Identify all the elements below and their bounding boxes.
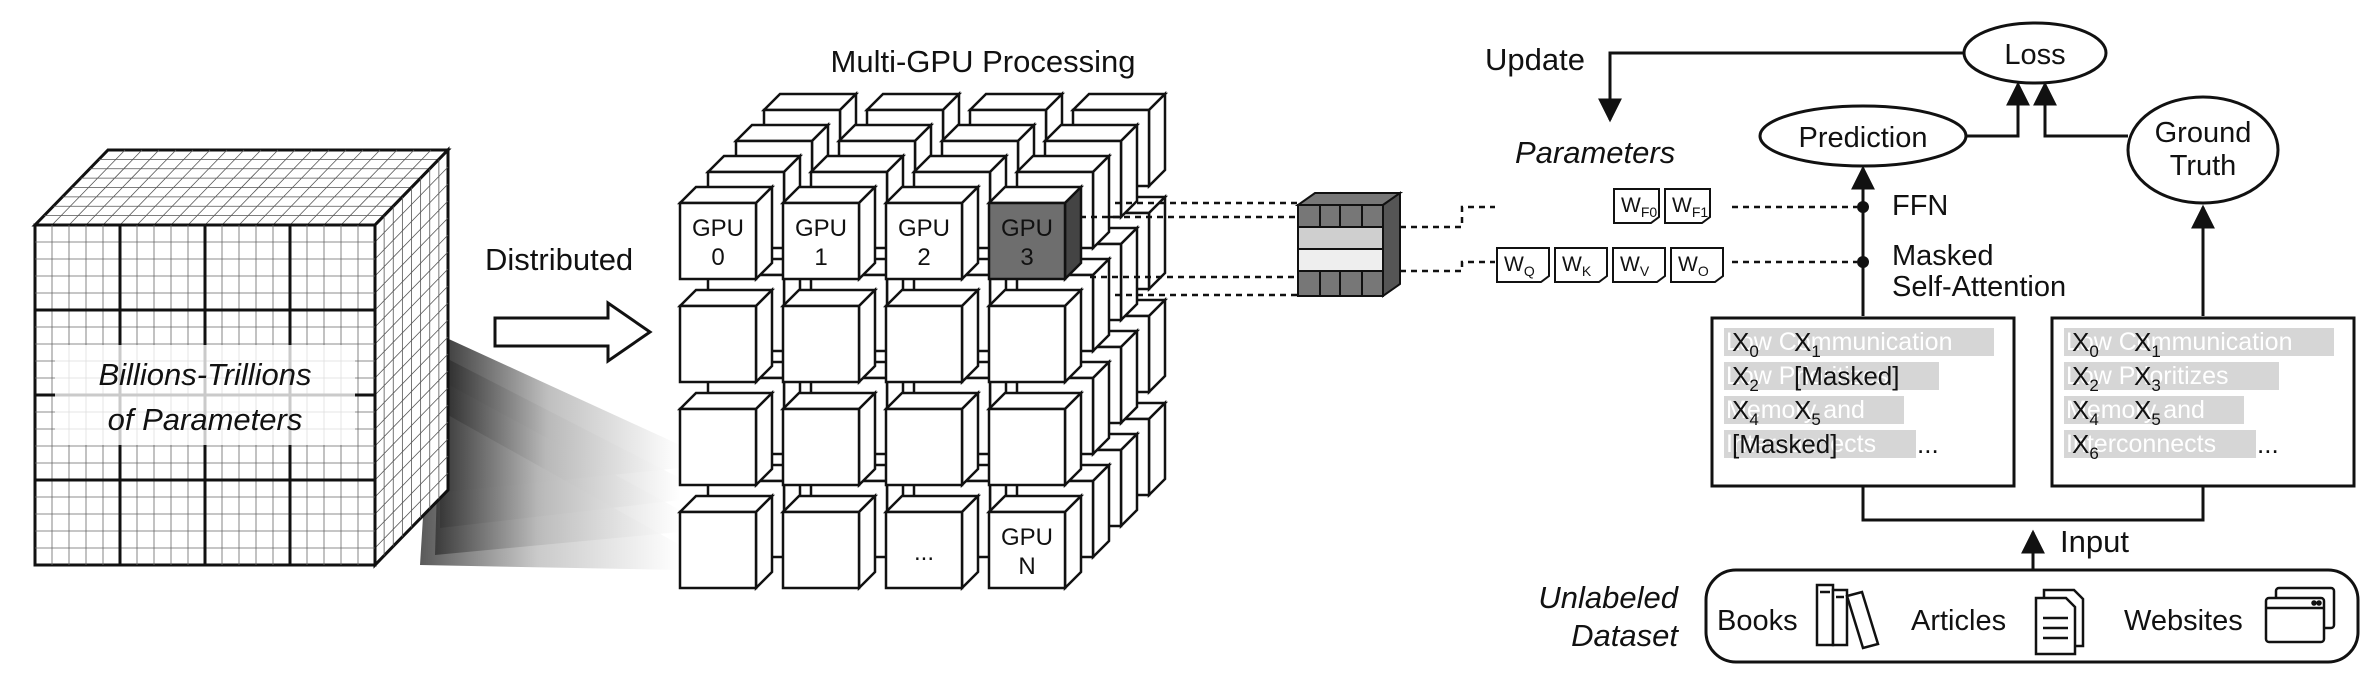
websites-label: Websites (2124, 605, 2243, 637)
update-label: Update (1485, 42, 1585, 77)
bg-text: Low Communication (1726, 328, 1953, 356)
gpu-cube (779, 492, 879, 592)
shard-links (1080, 201, 1298, 297)
bg-text: Low Prioritizes (1726, 362, 1889, 390)
input-arrows (1861, 486, 2205, 570)
articles-icon (2034, 588, 2085, 656)
gpu-cube (676, 286, 776, 386)
cube-label-line2: of Parameters (108, 402, 303, 437)
weight-chip: WK (1554, 247, 1608, 283)
loss-label: Loss (2004, 39, 2065, 71)
gpu-cube (779, 286, 879, 386)
books-icon (1815, 583, 1880, 650)
gpu-label: GPU (1001, 524, 1053, 551)
bg-text: Memory and (2066, 396, 2205, 424)
input-label: Input (2060, 524, 2129, 559)
gpu-grid-title: Multi-GPU Processing (831, 44, 1136, 79)
gpu-label: GPU (898, 215, 950, 242)
distribution-beams (420, 335, 680, 570)
books-label: Books (1717, 605, 1798, 637)
gpu-ellipsis: ... (914, 539, 934, 566)
ground-truth-label-2: Truth (2170, 150, 2237, 182)
gpu-cube (676, 492, 776, 592)
bg-text: Low Prioritizes (2066, 362, 2229, 390)
attention-label-1: Masked (1892, 240, 1994, 272)
layer-taps (1857, 201, 1869, 268)
gpu-label: GPU (692, 215, 744, 242)
gpu-index: 1 (814, 244, 827, 271)
weight-links (1732, 205, 1857, 264)
gpu-cube (779, 389, 879, 489)
gpu-index: 0 (711, 244, 724, 271)
parameter-shard (1294, 191, 1404, 298)
token-text: ... (2257, 429, 2279, 459)
distributed-arrow (493, 300, 653, 364)
gpu-index: 2 (917, 244, 930, 271)
bg-text: Memory and (1726, 396, 1865, 424)
ffn-label: FFN (1892, 190, 1948, 222)
dataset-box (1704, 568, 2360, 664)
ground-truth-label-1: Ground (2155, 117, 2252, 149)
weight-chip: WF1 (1664, 188, 1711, 224)
token-text: ... (1917, 429, 1939, 459)
attention-label-2: Self-Attention (1892, 271, 2066, 303)
parameters-label: Parameters (1515, 135, 1675, 170)
gpu-index: 3 (1020, 244, 1033, 271)
token-text: [Masked] (1794, 361, 1900, 391)
dataset-label-2: Dataset (1571, 618, 1679, 653)
weight-chip: WV (1612, 247, 1666, 283)
bg-text: Interconnects (1726, 430, 1876, 458)
ground-truth-node (2126, 95, 2280, 205)
parameter-cube: Billions-Trillions of Parameters (31, 146, 680, 570)
dataset-label-1: Unlabeled (1538, 580, 1679, 615)
token-text: [Masked] (1732, 429, 1838, 459)
gpu-cube (676, 389, 776, 489)
weight-chip: WO (1670, 247, 1724, 283)
distributed-label: Distributed (485, 242, 633, 277)
gpu-cube (985, 286, 1085, 386)
gpu-label: GPU (795, 215, 847, 242)
gpu-cube: ... (882, 492, 982, 592)
bg-text: Interconnects (2066, 430, 2216, 458)
shard-to-weights (1400, 205, 1495, 273)
prediction-label: Prediction (1799, 122, 1928, 154)
weight-chip: WF0 (1613, 188, 1660, 224)
cube-label-line1: Billions-Trillions (98, 357, 311, 392)
gpu-cube (882, 389, 982, 489)
loss-arrows (1598, 51, 2215, 316)
gpu-cube (985, 389, 1085, 489)
weight-chip: WQ (1496, 247, 1550, 283)
gpu-index: N (1018, 553, 1035, 580)
articles-label: Articles (1911, 605, 2006, 637)
bg-text: Low Communication (2066, 328, 2293, 356)
gpu-label: GPU (1001, 215, 1053, 242)
websites-icon (2264, 586, 2336, 644)
gpu-cube (882, 286, 982, 386)
svg-text:WF0: WF0 (1621, 194, 1657, 220)
